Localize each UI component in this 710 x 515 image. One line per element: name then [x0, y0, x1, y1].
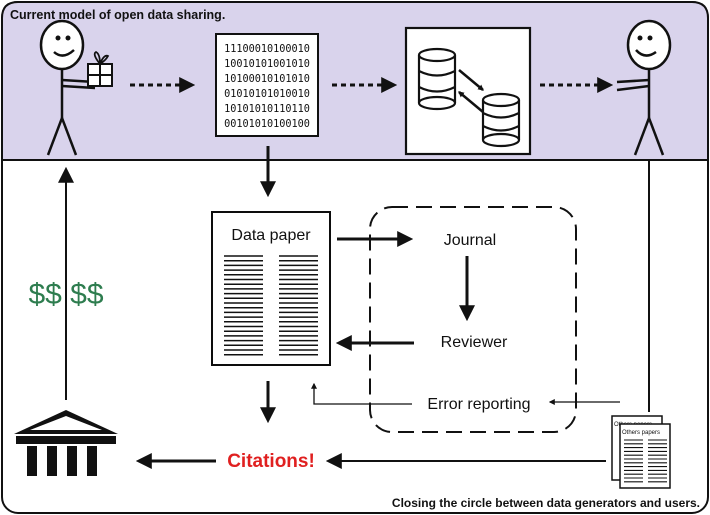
database-transfer-icon	[404, 26, 532, 156]
arrow-error-to-paper	[311, 382, 412, 405]
person-giving-gift-icon	[39, 19, 113, 156]
stacked-papers-icon: Others papers Others papers	[611, 415, 671, 489]
institution-icon	[14, 410, 118, 476]
review-process-box	[369, 206, 577, 433]
data-paper-title: Data paper	[231, 227, 311, 244]
binary-row: 01010101010010	[224, 89, 310, 100]
data-paper-document: Data paper	[211, 211, 331, 366]
binary-row: 10010101001010	[224, 59, 310, 70]
reviewer-label: Reviewer	[441, 334, 508, 351]
person-receiving-icon	[616, 19, 672, 156]
footer-caption: Closing the circle between data generato…	[392, 496, 700, 510]
funding-label: $$ $$	[28, 278, 103, 311]
journal-label: Journal	[444, 232, 496, 249]
others-papers-label: Others papers	[622, 430, 660, 436]
binary-row: 10101010110110	[224, 104, 310, 115]
error-reporting-label: Error reporting	[427, 396, 530, 413]
binary-data-icon: 11100010100010 10010101001010 1010001010…	[215, 33, 319, 137]
binary-row: 00101010100100	[224, 119, 310, 130]
citations-label: Citations!	[227, 451, 315, 472]
banner-title: Current model of open data sharing.	[10, 8, 225, 22]
binary-row: 11100010100010	[224, 44, 310, 55]
binary-row: 10100010101010	[224, 74, 310, 85]
banner-background	[1, 1, 709, 161]
